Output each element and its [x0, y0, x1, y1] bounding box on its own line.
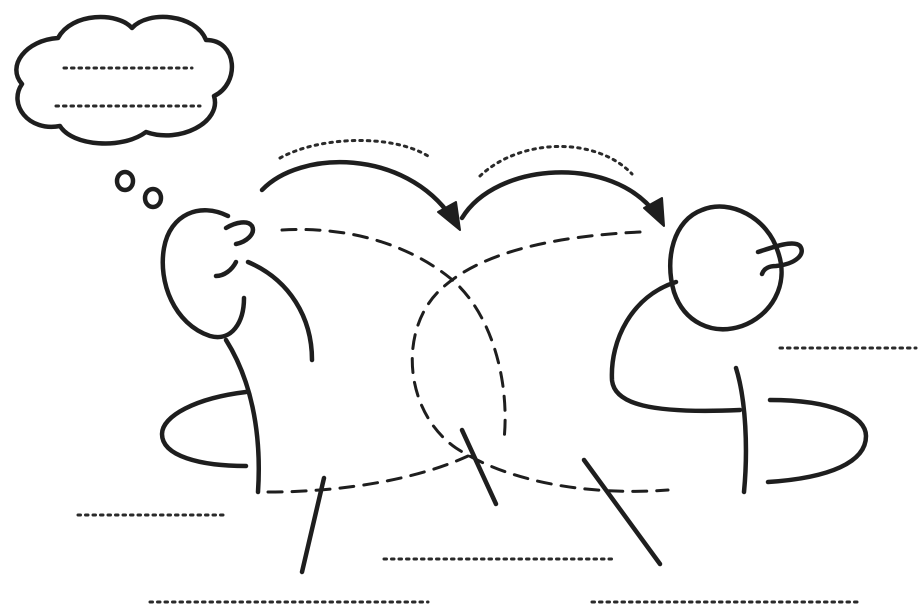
left-person-mouth — [216, 262, 236, 276]
arrow-center-to-right — [462, 172, 656, 218]
pointer-lines — [302, 430, 660, 572]
dashed-links — [268, 229, 668, 492]
thought-cloud — [16, 17, 232, 144]
thought-dot-large — [145, 189, 161, 207]
dashed-bottom-left-arc — [268, 456, 468, 492]
right-person-arm — [768, 400, 866, 482]
dashed-left-head-to-center — [282, 229, 505, 440]
message-arrows — [262, 140, 664, 230]
left-person-neck — [226, 340, 259, 492]
thought-bubble — [16, 17, 232, 207]
label-placeholders — [78, 348, 916, 602]
left-person-head — [163, 210, 244, 337]
arrow-left-to-center — [262, 162, 452, 218]
left-person-shoulder — [248, 262, 312, 360]
left-person-arm — [162, 392, 246, 466]
pointer-line-right — [584, 460, 660, 564]
left-person-figure — [162, 210, 312, 492]
right-person-neck — [736, 368, 746, 492]
dashed-right-head-to-center — [412, 232, 668, 491]
arrow-label-left — [280, 140, 428, 158]
thought-dot-small — [117, 172, 133, 190]
left-person-nose — [226, 222, 253, 244]
